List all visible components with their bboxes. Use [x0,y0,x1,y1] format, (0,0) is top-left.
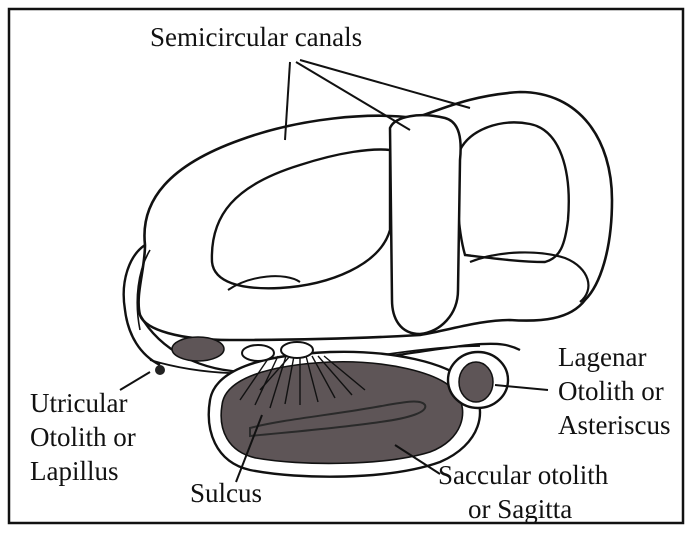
label-lagenar-line-2: Otolith or [558,376,664,407]
label-lagenar-line-1: Lagenar [558,342,646,373]
leader-canal-3 [300,60,470,108]
label-utricular-line-2: Otolith or [30,422,136,453]
label-saccular-line-2: or Sagitta [468,494,572,525]
crus-commune [390,115,461,334]
lagenar-otolith [459,362,493,402]
junction-ampulla-2 [281,342,313,358]
label-sulcus: Sulcus [190,478,262,509]
utricular-otolith [172,337,224,361]
label-semicircular-canals: Semicircular canals [150,22,362,53]
label-utricular-line-1: Utricular [30,388,127,419]
label-lagenar-line-3: Asteriscus [558,410,670,441]
label-utricular-line-3: Lapillus [30,456,119,487]
junction-ampulla-1 [242,345,274,361]
label-saccular-line-1: Saccular otolith [438,460,608,491]
utricular-nerve-dot [155,365,165,375]
